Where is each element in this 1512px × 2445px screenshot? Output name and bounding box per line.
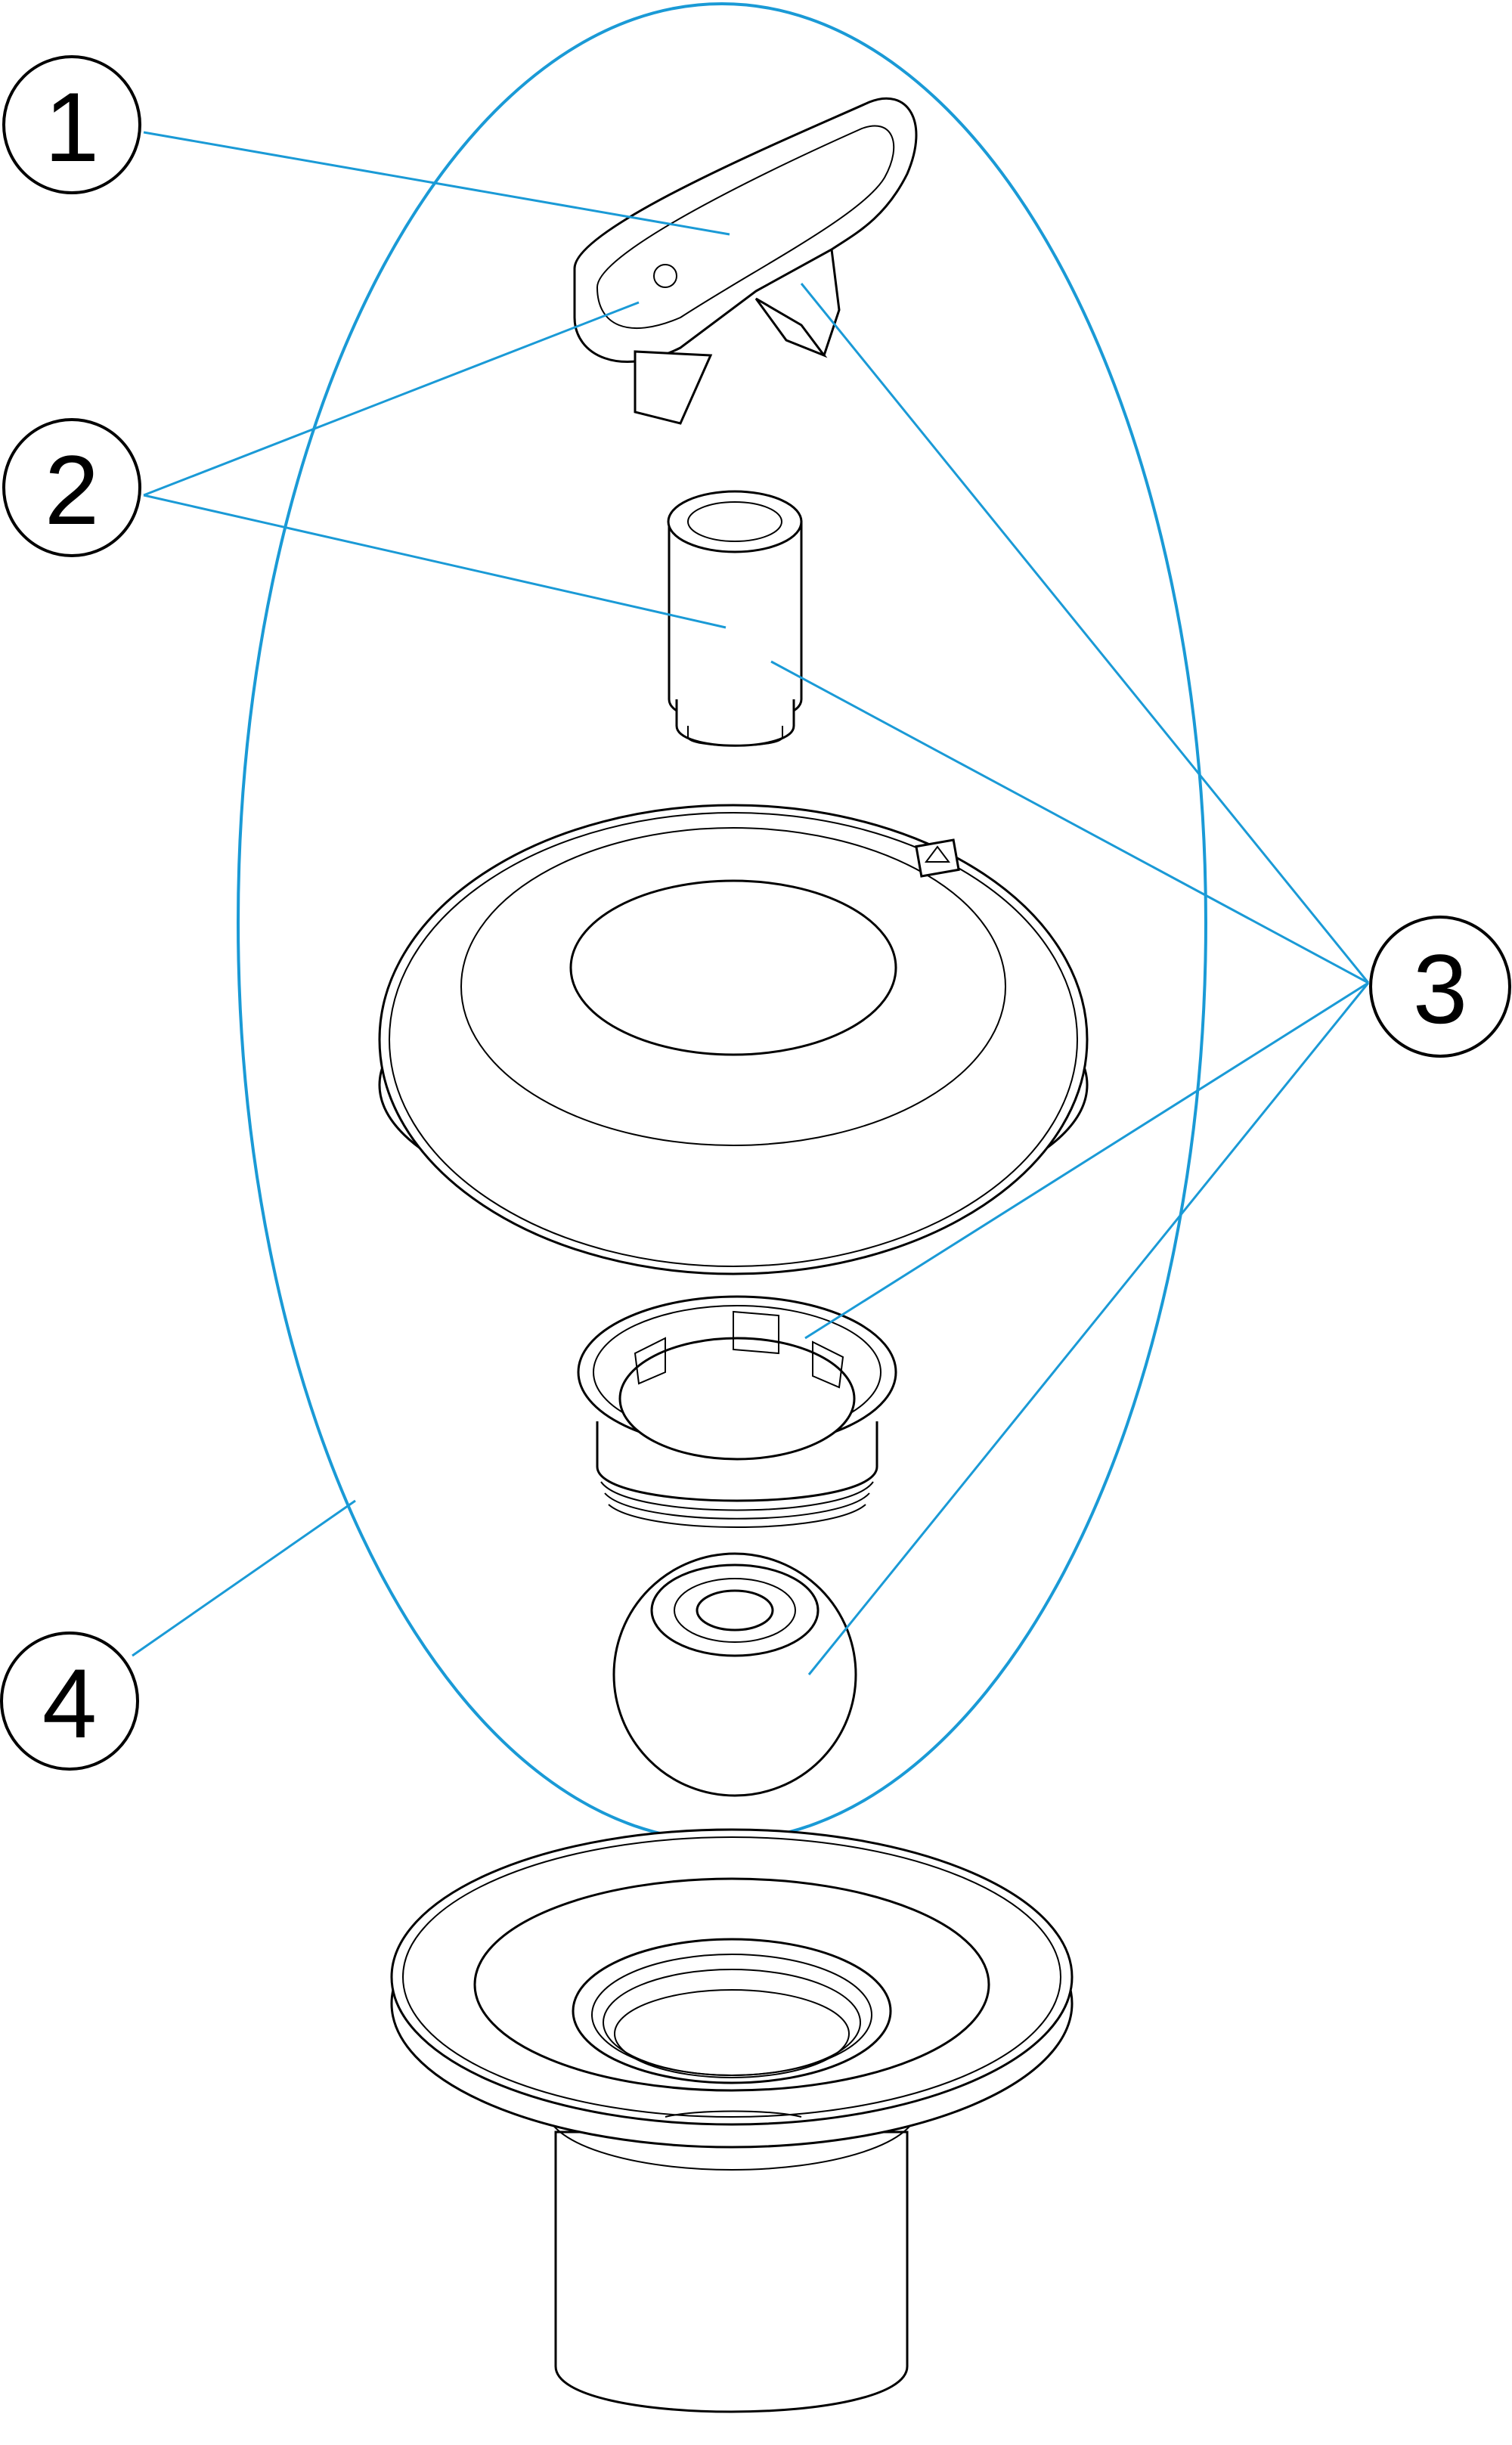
callout-4-label: 4 [42, 1648, 97, 1759]
tube-insert [667, 490, 803, 747]
leader-3a [800, 283, 1370, 984]
leader-lines [132, 131, 1370, 1675]
leader-1 [143, 131, 730, 236]
callout-2-label: 2 [45, 435, 99, 545]
leader-3c [804, 981, 1369, 1340]
key-handle [573, 97, 918, 425]
ce-mark-icon [915, 838, 960, 878]
callout-3: 3 [1369, 916, 1511, 1058]
callout-3-label: 3 [1413, 934, 1467, 1044]
leader-2b [143, 494, 727, 629]
ball-nozzle [612, 1552, 857, 1797]
wall-fitting-body [390, 1828, 1074, 2413]
callout-4: 4 [0, 1632, 139, 1771]
leader-3d [807, 982, 1370, 1675]
leader-3b [770, 660, 1369, 984]
callout-1: 1 [2, 55, 141, 194]
cover-plate [378, 804, 1089, 1275]
retaining-ring [577, 1295, 897, 1528]
leader-2a [143, 301, 640, 497]
callout-2: 2 [2, 418, 141, 557]
leader-4 [132, 1499, 356, 1657]
callout-1-label: 1 [45, 72, 99, 182]
